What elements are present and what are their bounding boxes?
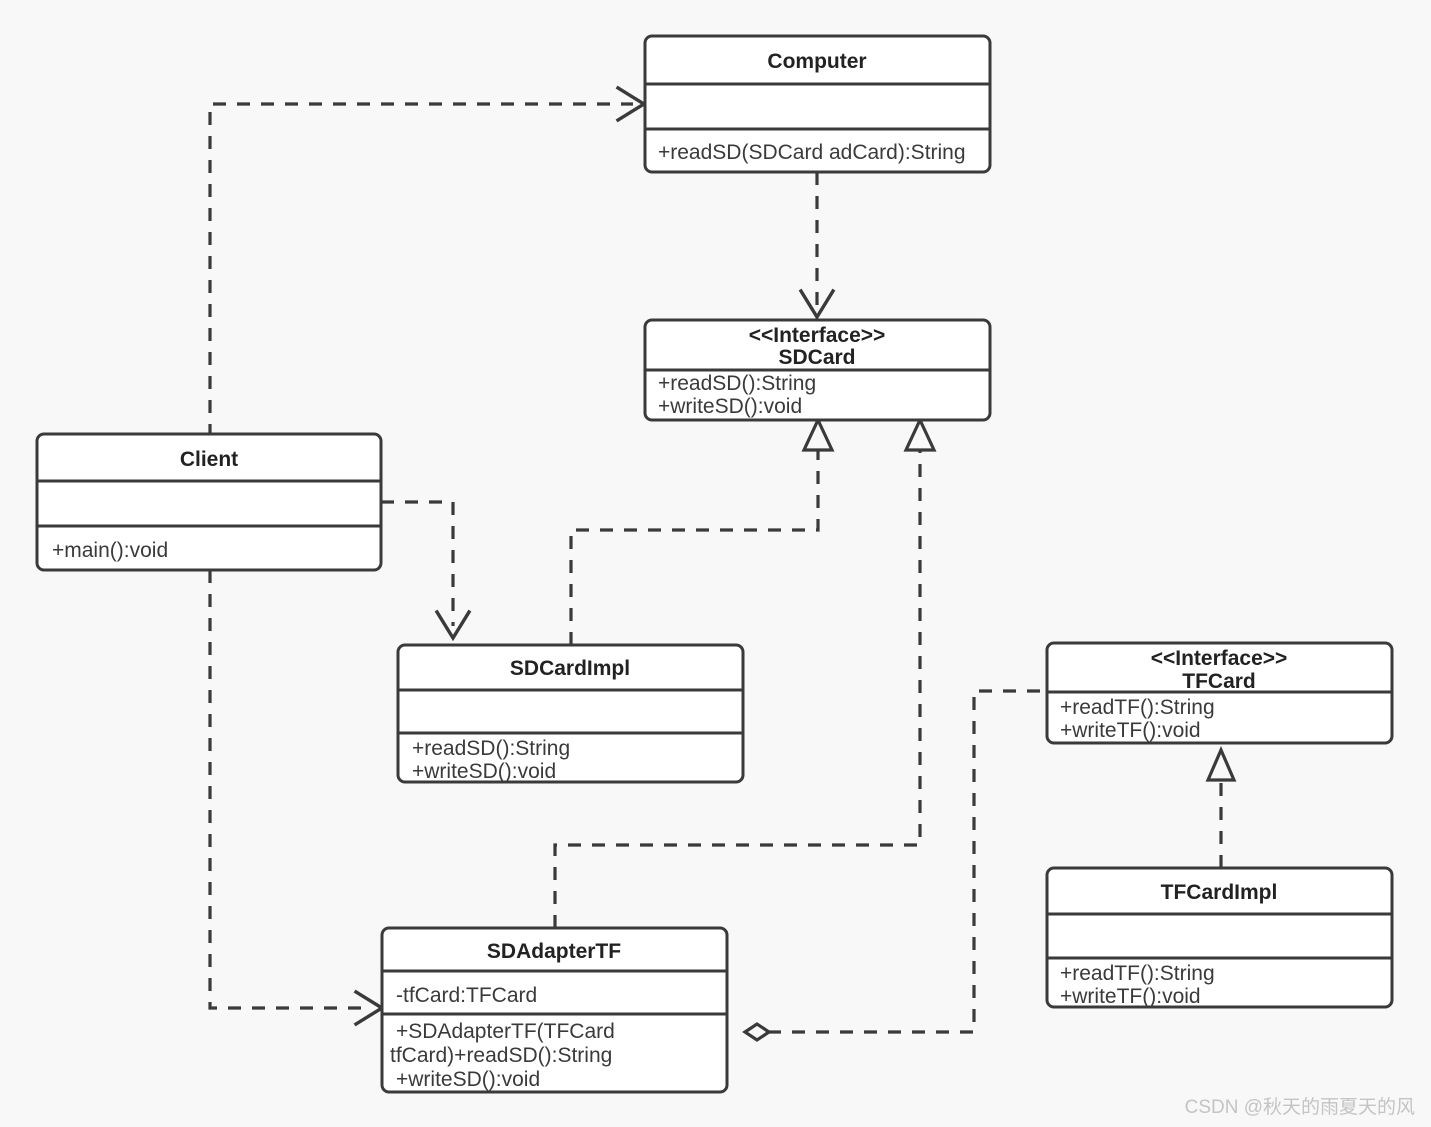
class-method-sdcard-0: +readSD():String <box>658 372 816 395</box>
class-box-tfcard[interactable]: <<Interface>> TFCard +readTF():String +w… <box>1045 641 1394 745</box>
class-name-client: Client <box>180 448 238 471</box>
class-box-computer[interactable]: Computer +readSD(SDCard adCard):String <box>643 34 992 174</box>
relation-client-sdcardimpl[interactable] <box>381 500 472 642</box>
class-attribute-sdadaptertf-0: -tfCard:TFCard <box>396 984 537 1007</box>
class-name-sdadaptertf: SDAdapterTF <box>487 940 621 963</box>
class-method-client-0: +main():void <box>52 539 168 562</box>
class-box-sdcardimpl[interactable]: SDCardImpl +readSD():String +writeSD():v… <box>396 643 745 784</box>
relation-computer-sdcard[interactable] <box>798 172 836 321</box>
watermark-text: CSDN @秋天的雨夏天的风 <box>1184 1097 1415 1118</box>
class-name-sdcard: SDCard <box>778 346 855 369</box>
class-name-tfcard: TFCard <box>1182 670 1256 693</box>
class-box-sdadaptertf[interactable]: SDAdapterTF -tfCard:TFCard +SDAdapterTF(… <box>380 926 729 1094</box>
class-method-tfcard-1: +writeTF():void <box>1060 719 1201 742</box>
relation-client-sdadaptertf[interactable] <box>208 570 386 1027</box>
class-method-sdadaptertf-2: +writeSD():void <box>396 1068 540 1091</box>
class-method-sdcardimpl-0: +readSD():String <box>412 737 570 760</box>
class-method-tfcard-0: +readTF():String <box>1060 696 1215 719</box>
class-box-tfcardimpl[interactable]: TFCardImpl +readTF():String +writeTF():v… <box>1045 866 1394 1009</box>
relation-sdadaptertf-tfcard[interactable] <box>742 689 1047 1042</box>
class-name-sdcardimpl: SDCardImpl <box>510 657 630 680</box>
class-name-computer: Computer <box>767 50 866 73</box>
class-method-computer-0: +readSD(SDCard adCard):String <box>658 141 966 164</box>
relation-sdcardimpl-sdcard[interactable] <box>569 416 835 645</box>
relation-sdadaptertf-sdcard[interactable] <box>553 416 937 928</box>
relation-client-computer[interactable] <box>208 85 648 437</box>
relation-tfcardimpl-tfcard[interactable] <box>1205 745 1237 868</box>
class-name-tfcardimpl: TFCardImpl <box>1161 881 1278 904</box>
class-stereotype-tfcard: <<Interface>> <box>1151 647 1288 670</box>
class-stereotype-sdcard: <<Interface>> <box>749 324 886 347</box>
class-box-client[interactable]: Client +main():void <box>35 432 383 572</box>
class-method-tfcardimpl-1: +writeTF():void <box>1060 985 1201 1008</box>
class-box-sdcard[interactable]: <<Interface>> SDCard +readSD():String +w… <box>643 318 992 422</box>
class-method-sdadaptertf-1: tfCard)+readSD():String <box>390 1044 612 1067</box>
class-method-sdadaptertf-0: +SDAdapterTF(TFCard <box>396 1020 615 1043</box>
class-method-sdcard-1: +writeSD():void <box>658 395 802 418</box>
class-method-tfcardimpl-0: +readTF():String <box>1060 962 1215 985</box>
class-method-sdcardimpl-1: +writeSD():void <box>412 760 556 783</box>
